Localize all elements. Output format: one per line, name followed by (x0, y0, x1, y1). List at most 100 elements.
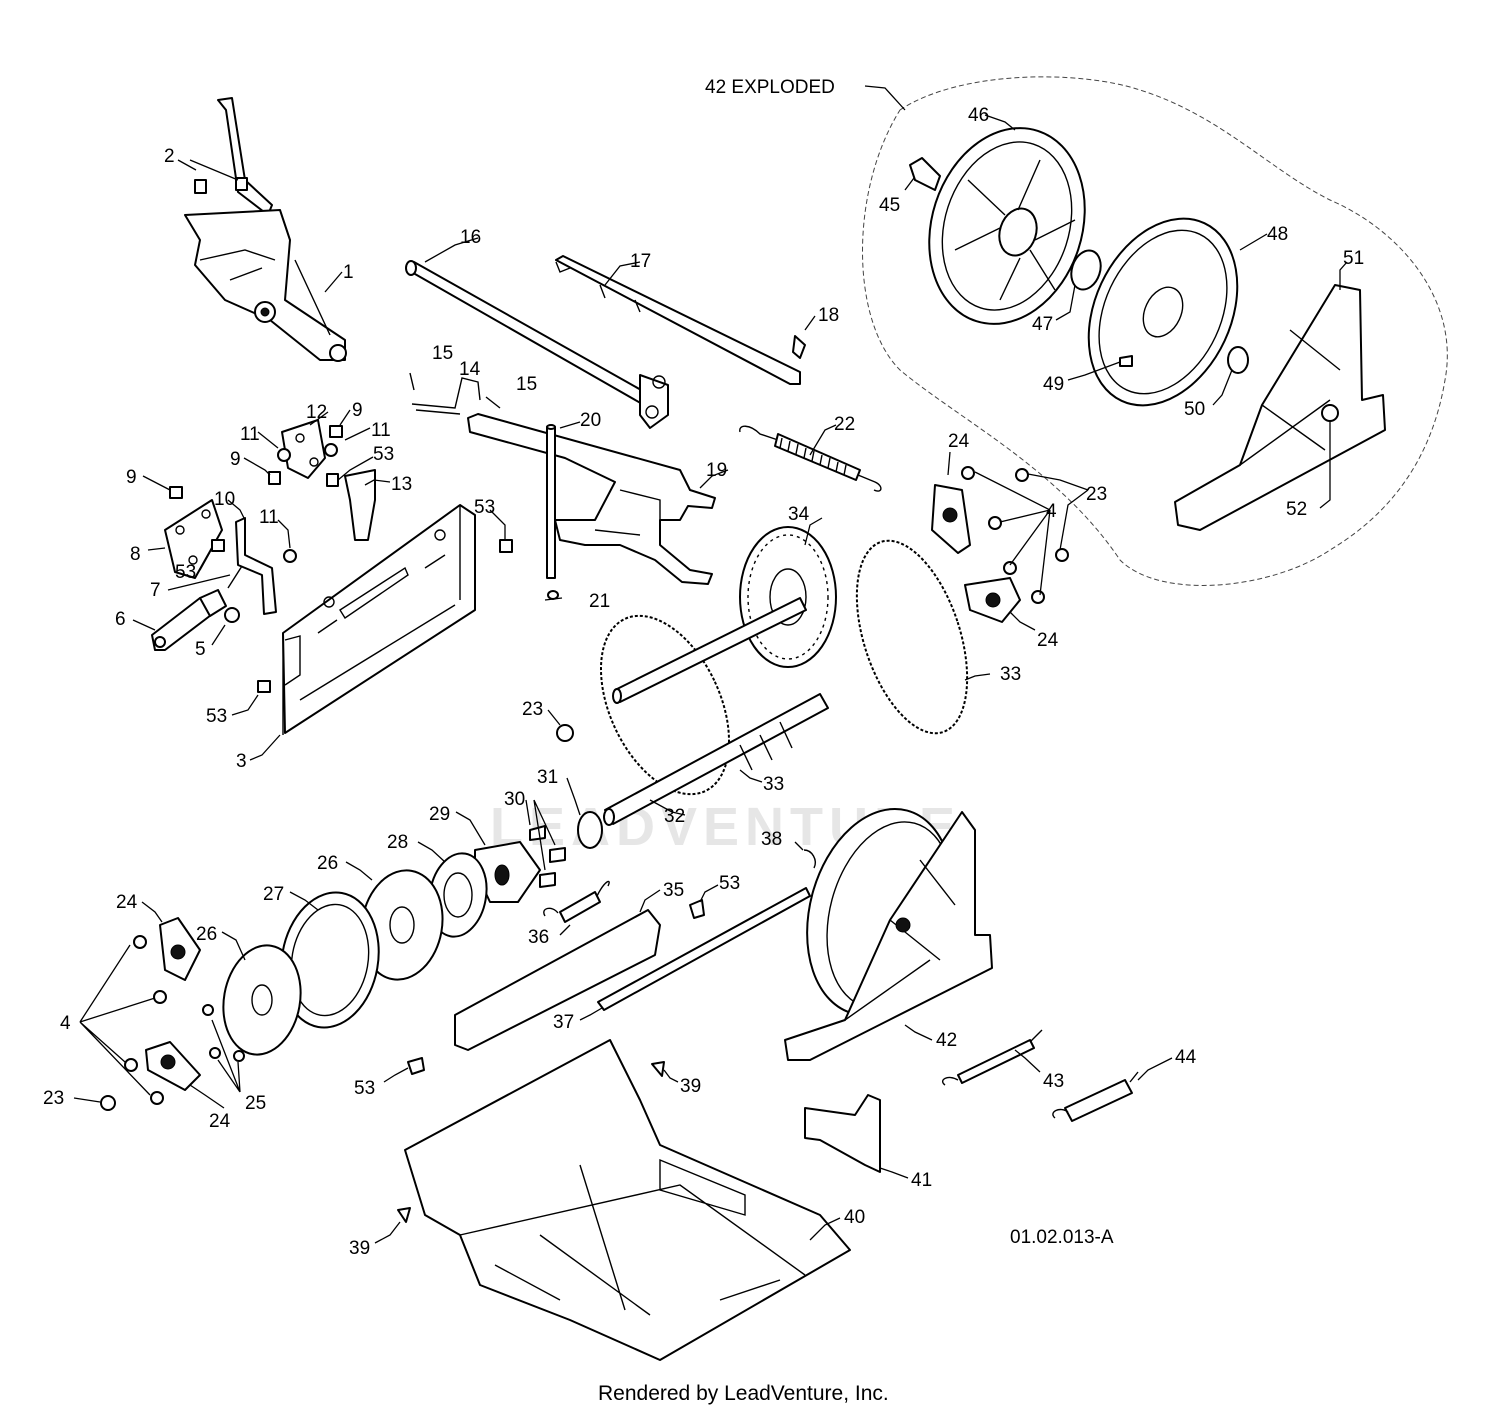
part-14-link (411, 377, 481, 415)
callout-44: 44 (1175, 1047, 1197, 1068)
callout-13: 13 (391, 474, 412, 495)
callout-4-b: 4 (1046, 501, 1057, 522)
part-41-bracket (804, 1094, 881, 1173)
callout-16: 16 (460, 227, 481, 248)
part-47-bearing (1070, 249, 1102, 291)
part-29-bearing-housing (474, 841, 541, 903)
part-30-bolts (529, 825, 546, 841)
part-21-ring (547, 590, 559, 600)
callout-22: 22 (834, 414, 855, 435)
callout-33-b: 33 (763, 774, 784, 795)
part-6-bushing (199, 589, 227, 617)
callout-24-b: 24 (209, 1111, 231, 1132)
part-15-pin (485, 396, 501, 409)
part-52-nut (1321, 404, 1339, 422)
callout-39-b: 39 (349, 1238, 370, 1259)
leader-lines (73, 85, 1348, 1244)
callout-23-b: 23 (43, 1088, 64, 1109)
callout-53-c: 53 (206, 706, 227, 727)
exploded-view-boundary (862, 76, 1448, 586)
callout-49: 49 (1043, 374, 1064, 395)
callout-46: 46 (968, 105, 989, 126)
callout-42-exploded: 42 EXPLODED (705, 77, 835, 98)
part-38-clip (803, 849, 816, 869)
callout-6: 6 (115, 609, 126, 630)
callout-28: 28 (387, 832, 408, 853)
callout-32: 32 (664, 806, 685, 827)
part-32-shaft (603, 693, 829, 826)
callout-9: 9 (126, 467, 137, 488)
callout-30: 30 (504, 789, 525, 810)
part-36-spring (543, 880, 610, 923)
callout-18: 18 (818, 305, 839, 326)
callout-29: 29 (429, 804, 450, 825)
callout-36: 36 (528, 927, 549, 948)
callout-11: 11 (259, 507, 279, 528)
callout-25: 25 (245, 1093, 266, 1114)
callout-43: 43 (1043, 1071, 1064, 1092)
part-1-control-lever (184, 97, 347, 362)
callout-9-c: 9 (352, 400, 363, 421)
part-49-pin (1119, 355, 1133, 367)
part-28-bearing (428, 852, 488, 938)
part-15-pin (409, 372, 415, 391)
callout-labels: 42 EXPLODED 2 1 16 17 18 15 14 15 20 22 … (43, 77, 1364, 1259)
callout-23-c: 23 (1086, 484, 1107, 505)
callout-33: 33 (1000, 664, 1021, 685)
part-53-bolt (407, 1057, 425, 1075)
part-33-chain (855, 539, 969, 735)
callout-4: 4 (60, 1013, 71, 1034)
callout-26: 26 (317, 853, 338, 874)
flange-nuts (556, 466, 1069, 742)
part-30-bolts (549, 847, 566, 863)
callout-1: 1 (343, 262, 354, 283)
part-17-rod (555, 255, 801, 385)
callout-24-c: 24 (948, 431, 970, 452)
part-45-bushing (909, 157, 941, 191)
part-53-bolt (689, 899, 705, 919)
part-31-snap-ring (577, 811, 603, 849)
callout-8: 8 (130, 544, 141, 565)
callout-53-d: 53 (175, 562, 196, 583)
part-30-bolts (539, 872, 556, 888)
callout-20: 20 (580, 410, 601, 431)
callout-41: 41 (911, 1170, 932, 1191)
part-16-rod (405, 260, 669, 429)
part-35-bracket (454, 909, 661, 1051)
part-20-shaft (546, 424, 556, 579)
callout-9-b: 9 (230, 449, 241, 470)
part-3-mounting-plate (282, 504, 476, 735)
fastener-bolts (169, 177, 513, 693)
part-13-bracket (344, 469, 376, 541)
callout-12: 12 (306, 402, 327, 423)
part-19-shift-bracket (467, 413, 716, 585)
callout-35: 35 (663, 880, 684, 901)
part-18-hairpin (792, 335, 806, 359)
part-12-plate (281, 419, 326, 479)
callout-42: 42 (936, 1030, 957, 1051)
part-39-screw (397, 1207, 411, 1223)
callout-53-f: 53 (474, 497, 495, 518)
callout-3: 3 (236, 751, 247, 772)
callout-24-d: 24 (1037, 630, 1059, 651)
callout-7: 7 (150, 580, 161, 601)
part-43-spring (941, 1029, 1043, 1086)
callout-34: 34 (788, 504, 810, 525)
callout-15-b: 15 (516, 374, 537, 395)
callout-5: 5 (195, 639, 206, 660)
callout-21: 21 (589, 591, 610, 612)
callout-2: 2 (164, 146, 175, 167)
part-39-screw (651, 1061, 665, 1077)
callout-52: 52 (1286, 499, 1307, 520)
callout-38: 38 (761, 829, 782, 850)
callout-17: 17 (630, 251, 651, 272)
callout-51: 51 (1343, 248, 1364, 269)
part-26-disc (222, 944, 302, 1056)
part-7-pin (227, 565, 243, 589)
callout-48: 48 (1267, 224, 1288, 245)
callout-45: 45 (879, 195, 900, 216)
part-42-pulley-assembly (784, 807, 993, 1061)
callout-26-b: 26 (196, 924, 217, 945)
part-22-spring (739, 425, 882, 492)
